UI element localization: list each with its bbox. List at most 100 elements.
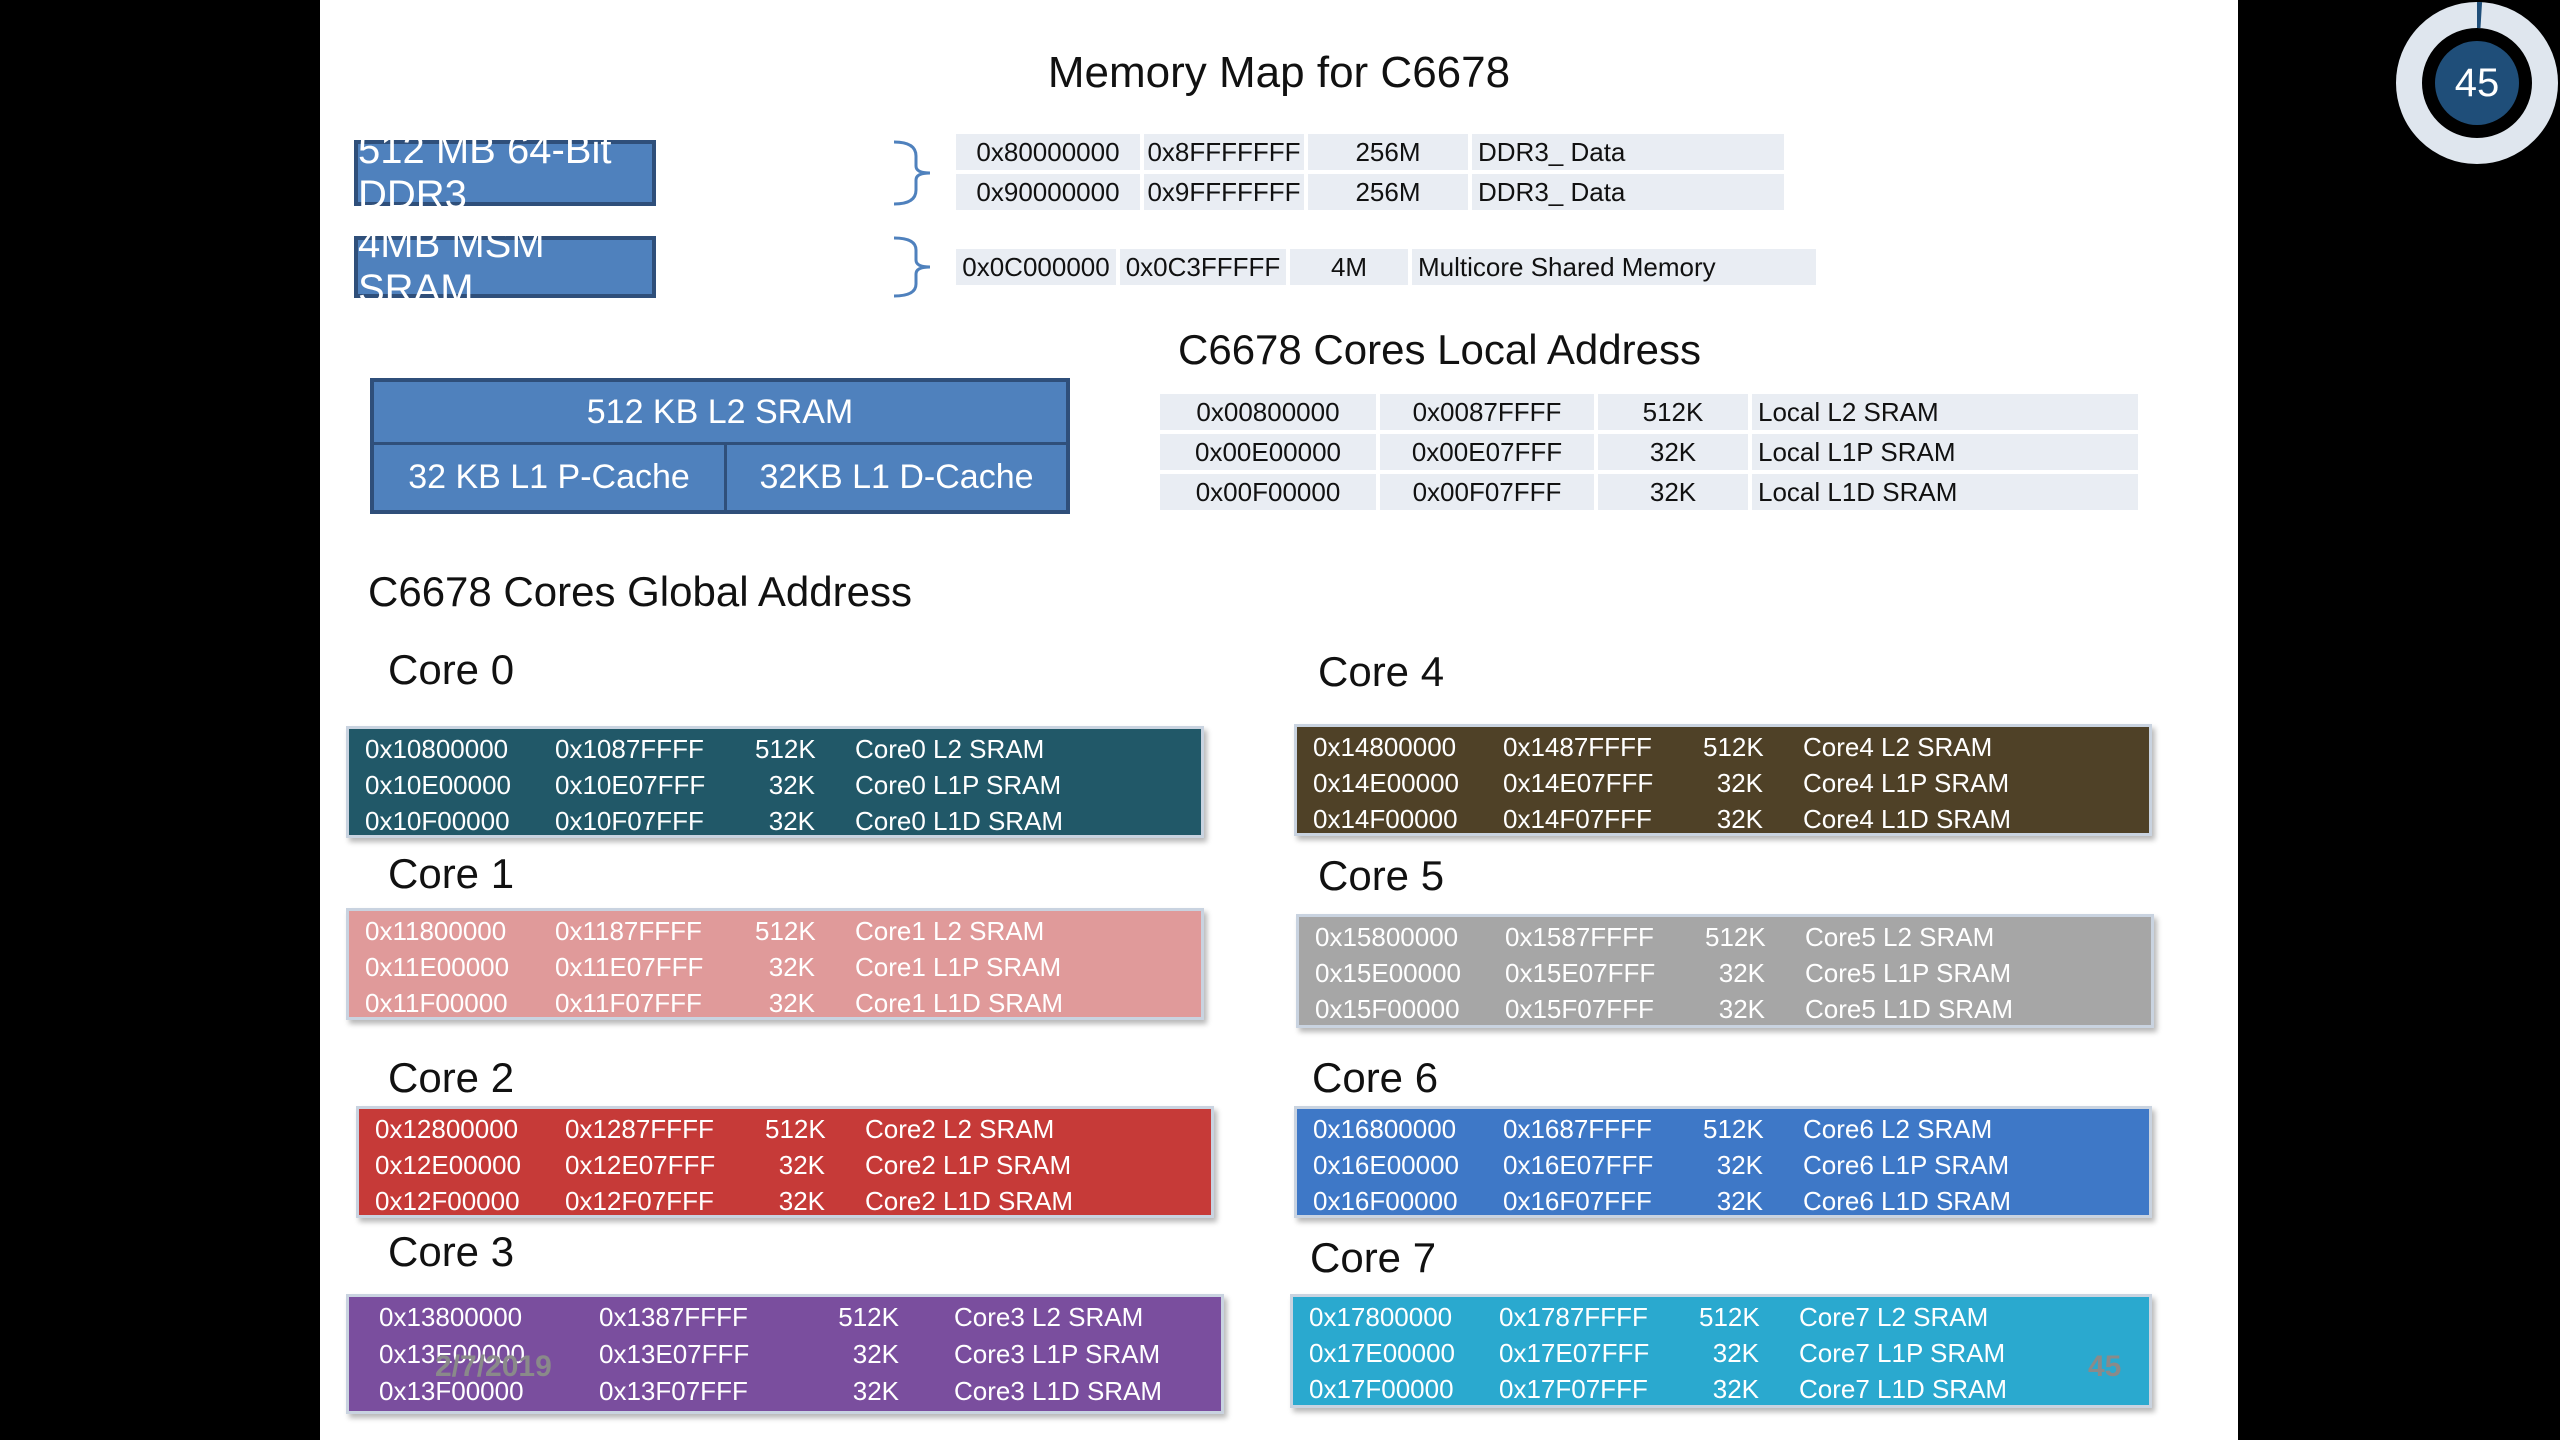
progress-label: 45 (2454, 60, 2500, 105)
table-cell: 0x00800000 (1160, 394, 1376, 430)
table-cell: 32K (768, 770, 815, 800)
table-cell: Core1 L1P SRAM (855, 952, 1062, 982)
table-cell: 0x12F00000 (375, 1186, 520, 1216)
table-cell: Local L1P SRAM (1752, 434, 2138, 470)
core-title: Core 7 (1310, 1234, 1437, 1281)
table-cell: 0x17F00000 (1309, 1374, 1454, 1404)
local-address-table: 0x00800000 0x0087FFFF 512K Local L2 SRAM… (1160, 394, 2138, 510)
table-cell: 0x16E00000 (1313, 1150, 1460, 1180)
table-row: 0x11E00000 0x11E07FFF 32K Core1 L1P SRAM (349, 949, 1201, 985)
table-cell: Core2 L1D SRAM (865, 1186, 1074, 1216)
table-cell: 256M (1308, 134, 1468, 170)
table-cell: Core3 L1D SRAM (954, 1376, 1163, 1406)
core-title: Core 4 (1318, 648, 1445, 695)
table-cell: 0x13E07FFF (599, 1339, 750, 1369)
footer-page-number: 45 (2088, 1350, 2122, 1383)
table-cell: 0x13F00000 (379, 1376, 524, 1406)
table-cell: 32K (1718, 958, 1765, 988)
table-cell: 32K (1598, 474, 1748, 510)
table-cell: 0x11E07FFF (555, 952, 704, 982)
table-cell: 0x16F07FFF (1503, 1186, 1652, 1216)
footer-date: 2/7/2019 (435, 1350, 552, 1383)
table-cell: 512K (838, 1302, 899, 1332)
core-title: Core 0 (388, 646, 515, 693)
table-cell: 0x15E07FFF (1505, 958, 1656, 988)
table-cell: 32K (778, 1150, 825, 1180)
table-cell: 0x16F00000 (1313, 1186, 1458, 1216)
table-cell: 0x12E00000 (375, 1150, 522, 1180)
table-cell: 0x16E07FFF (1503, 1150, 1654, 1180)
ddr-brace (893, 140, 931, 206)
table-cell: Core0 L2 SRAM (855, 734, 1045, 764)
table-cell: 512K (765, 1114, 826, 1144)
table-cell: 0x0C000000 (956, 249, 1116, 285)
table-cell: 32K (852, 1339, 899, 1369)
table-cell: 4M (1290, 249, 1408, 285)
table-cell: 512K (755, 916, 816, 946)
core-title: Core 5 (1318, 852, 1445, 899)
table-row: 0x16F00000 0x16F07FFF 32K Core6 L1D SRAM (1297, 1183, 2149, 1219)
table-cell: 0x10F00000 (365, 806, 510, 836)
progress-center (2435, 41, 2519, 125)
table-cell: 32K (1718, 994, 1765, 1024)
slide-progress-indicator[interactable]: 45 (2394, 0, 2560, 166)
table-cell: 0x11E00000 (365, 952, 510, 982)
table-cell: Core3 L2 SRAM (954, 1302, 1144, 1332)
table-cell: 32K (1712, 1338, 1759, 1368)
table-cell: 0x00E00000 (1160, 434, 1376, 470)
table-cell: 32K (778, 1186, 825, 1216)
table-cell: 0x90000000 (956, 174, 1140, 210)
table-cell: Core7 L1D SRAM (1799, 1374, 2008, 1404)
table-cell: 512K (1705, 922, 1766, 952)
table-cell: 32K (852, 1376, 899, 1406)
table-cell: 512K (1703, 732, 1764, 762)
table-cell: 0x17E00000 (1309, 1338, 1456, 1368)
table-cell: Core7 L2 SRAM (1799, 1302, 1989, 1332)
table-cell: Core5 L1P SRAM (1805, 958, 2012, 988)
table-cell: Local L2 SRAM (1752, 394, 2138, 430)
table-cell: 32K (1716, 1186, 1763, 1216)
table-cell: 32K (1716, 1150, 1763, 1180)
table-cell: 0x11F00000 (365, 988, 508, 1018)
l1d-cache-cell: 32KB L1 D-Cache (727, 445, 1066, 510)
table-cell: 0x17E07FFF (1499, 1338, 1650, 1368)
table-cell: 0x14800000 (1313, 732, 1457, 762)
slide-title: Memory Map for C6678 (1047, 48, 1511, 97)
table-cell: Core6 L2 SRAM (1803, 1114, 1993, 1144)
table-cell: 0x1287FFFF (565, 1114, 714, 1144)
table-cell: Core5 L2 SRAM (1805, 922, 1995, 952)
msm-table: 0x0C000000 0x0C3FFFFF 4M Multicore Share… (956, 249, 1816, 285)
table-cell: 0x1587FFFF (1505, 922, 1654, 952)
table-cell: 0x13F07FFF (599, 1376, 748, 1406)
table-cell: 32K (768, 952, 815, 982)
table-cell: 0x1087FFFF (555, 734, 704, 764)
table-cell: Core1 L1D SRAM (855, 988, 1064, 1018)
table-cell: 0x13800000 (379, 1302, 523, 1332)
l2-sram-cell: 512 KB L2 SRAM (374, 382, 1066, 445)
table-cell: Core1 L2 SRAM (855, 916, 1045, 946)
table-cell: Multicore Shared Memory (1412, 249, 1816, 285)
table-cell: Core6 L1D SRAM (1803, 1186, 2012, 1216)
table-cell: 0x80000000 (956, 134, 1140, 170)
table-cell: Core4 L1P SRAM (1803, 768, 2010, 798)
table-cell: 0x00F00000 (1160, 474, 1376, 510)
table-cell: 0x10E07FFF (555, 770, 706, 800)
table-cell: Core6 L1P SRAM (1803, 1150, 2010, 1180)
table-cell: Core2 L2 SRAM (865, 1114, 1055, 1144)
core-title: Core 3 (388, 1228, 515, 1275)
table-cell: 0x17F07FFF (1499, 1374, 1648, 1404)
msm-label: 4MB MSM SRAM (358, 222, 545, 311)
